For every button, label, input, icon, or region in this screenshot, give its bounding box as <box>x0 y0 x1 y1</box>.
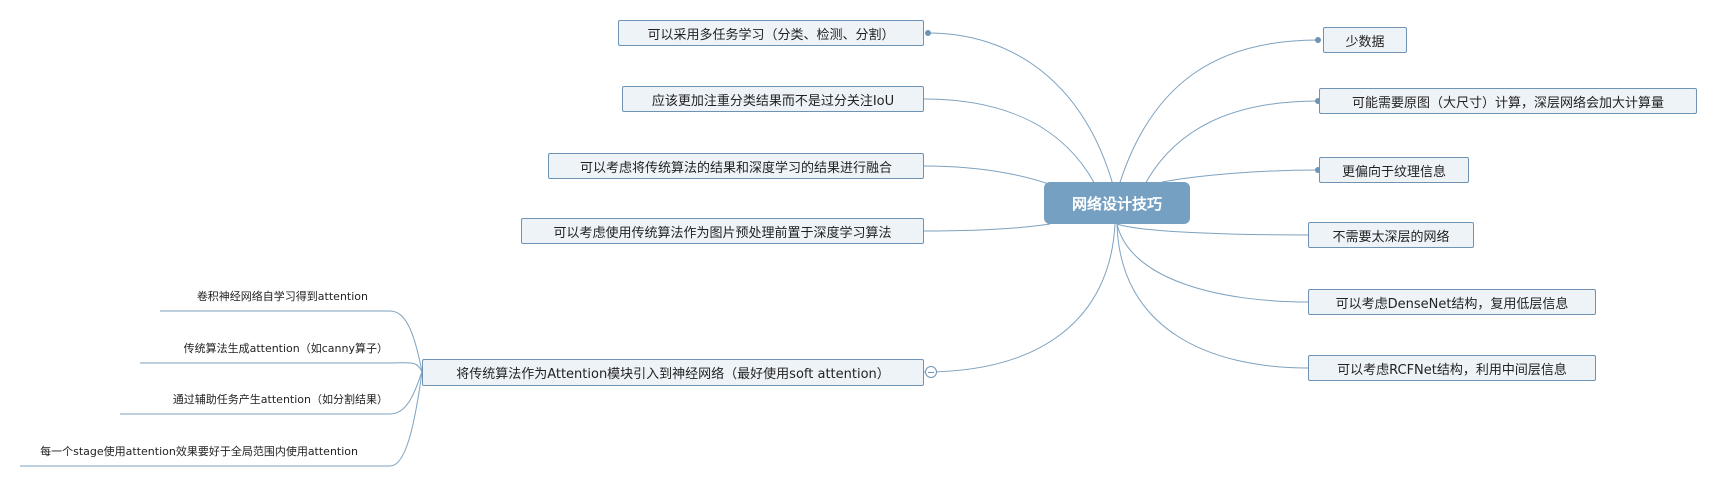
branch-label: 不需要太深层的网络 <box>1332 229 1450 245</box>
branch-shallow-net[interactable]: 不需要太深层的网络 <box>1308 222 1474 248</box>
link-right-1 <box>1116 39 1319 193</box>
branch-multitask[interactable]: 可以采用多任务学习（分类、检测、分割） <box>618 20 924 46</box>
branch-densenet[interactable]: 可以考虑DenseNet结构，复用低层信息 <box>1308 289 1596 315</box>
link-sub-2 <box>389 362 423 373</box>
collapse-toggle-icon[interactable] <box>925 366 937 378</box>
link-right-4 <box>1116 223 1309 236</box>
branch-preprocessing[interactable]: 可以考虑使用传统算法作为图片预处理前置于深度学习算法 <box>521 218 924 244</box>
branch-little-data[interactable]: 少数据 <box>1323 27 1407 53</box>
link-left-4 <box>923 223 1051 232</box>
branch-label: 更偏向于纹理信息 <box>1341 164 1446 180</box>
branch-label: 可能需要原图（大尺寸）计算，深层网络会加大计算量 <box>1351 95 1664 111</box>
branch-large-image[interactable]: 可能需要原图（大尺寸）计算，深层网络会加大计算量 <box>1319 88 1697 114</box>
leaf-auxiliary-attention[interactable]: 通过辅助任务产生attention（如分割结果） <box>172 393 388 406</box>
branch-label: 可以考虑将传统算法的结果和深度学习的结果进行融合 <box>579 160 892 176</box>
root-label: 网络设计技巧 <box>1071 194 1162 213</box>
branch-label: 可以考虑DenseNet结构，复用低层信息 <box>1335 296 1569 312</box>
connector-dot <box>1315 98 1321 104</box>
branch-label: 将传统算法作为Attention模块引入到神经网络（最好使用soft atten… <box>456 367 890 382</box>
branch-classification-focus[interactable]: 应该更加注重分类结果而不是过分关注IoU <box>622 86 924 112</box>
branch-label: 可以考虑使用传统算法作为图片预处理前置于深度学习算法 <box>553 225 892 241</box>
branch-label: 可以考虑RCFNet结构，利用中间层信息 <box>1337 362 1567 378</box>
link-left-5 <box>923 223 1116 373</box>
link-left-2 <box>923 98 1101 195</box>
connector-dot <box>925 30 931 36</box>
leaf-stage-attention[interactable]: 每一个stage使用attention效果要好于全局范围内使用attention <box>40 445 358 458</box>
branch-label: 少数据 <box>1345 34 1385 50</box>
link-right-2 <box>1139 100 1319 195</box>
link-right-5 <box>1116 223 1309 303</box>
link-sub-1 <box>389 310 423 373</box>
branch-label: 应该更加注重分类结果而不是过分关注IoU <box>651 93 895 109</box>
link-sub-3 <box>389 371 423 415</box>
branch-label: 可以采用多任务学习（分类、检测、分割） <box>647 27 895 43</box>
branch-rcfnet[interactable]: 可以考虑RCFNet结构，利用中间层信息 <box>1308 355 1596 381</box>
link-sub-4 <box>389 371 423 467</box>
branch-fusion[interactable]: 可以考虑将传统算法的结果和深度学习的结果进行融合 <box>548 153 924 179</box>
connector-dot <box>1315 167 1321 173</box>
root-node[interactable]: 网络设计技巧 <box>1044 182 1190 224</box>
link-right-3 <box>1161 169 1319 183</box>
leaf-traditional-attention[interactable]: 传统算法生成attention（如canny算子） <box>183 342 388 355</box>
branch-attention-module[interactable]: 将传统算法作为Attention模块引入到神经网络（最好使用soft atten… <box>422 359 924 386</box>
link-left-1 <box>927 32 1116 193</box>
connector-dot <box>1315 37 1321 43</box>
link-right-6 <box>1116 223 1309 369</box>
leaf-cnn-attention[interactable]: 卷积神经网络自学习得到attention <box>196 290 368 303</box>
branch-texture[interactable]: 更偏向于纹理信息 <box>1319 157 1469 183</box>
